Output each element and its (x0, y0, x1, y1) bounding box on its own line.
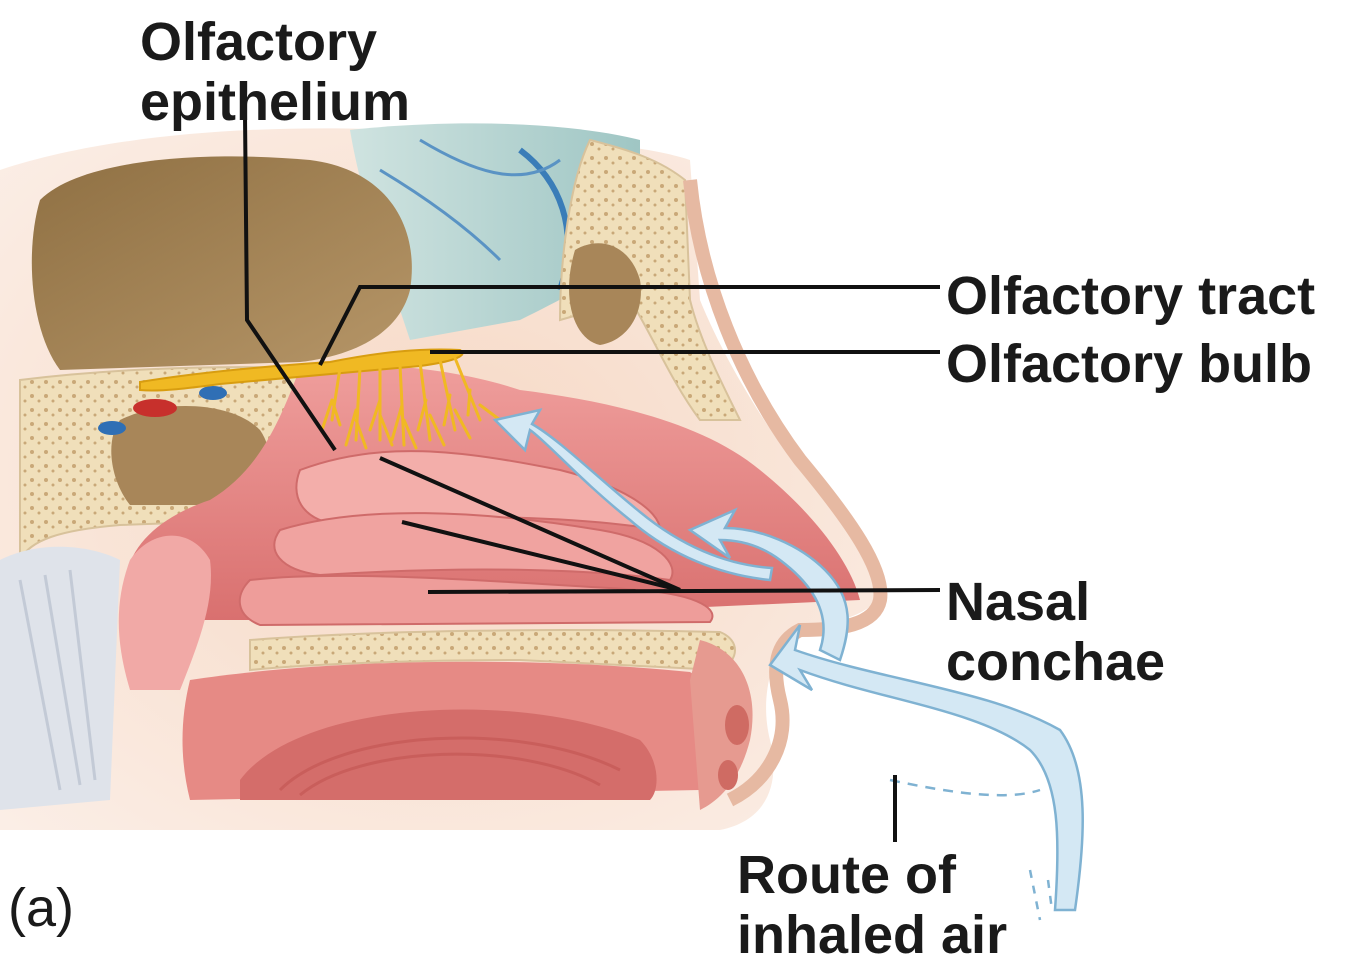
label-olfactory-tract: Olfactory tract (946, 266, 1315, 326)
label-olfactory-epithelium-line2: epithelium (140, 72, 410, 132)
panel-letter: (a) (8, 878, 74, 938)
label-olfactory-epithelium: Olfactory epithelium (140, 12, 410, 132)
label-olfactory-bulb: Olfactory bulb (946, 334, 1312, 394)
leader-nasal-conchae (428, 590, 940, 592)
pharynx-wall (0, 547, 120, 810)
label-route-line1: Route of (737, 845, 1007, 905)
label-route-line2: inhaled air (737, 905, 1007, 965)
label-olfactory-epithelium-line1: Olfactory (140, 12, 410, 72)
label-nasal-conchae-line1: Nasal (946, 572, 1165, 632)
label-nasal-conchae-line2: conchae (946, 632, 1165, 692)
brain-frontal-lobe (32, 156, 412, 370)
label-route-of-inhaled-air: Route of inhaled air (737, 845, 1007, 965)
label-nasal-conchae: Nasal conchae (946, 572, 1165, 692)
